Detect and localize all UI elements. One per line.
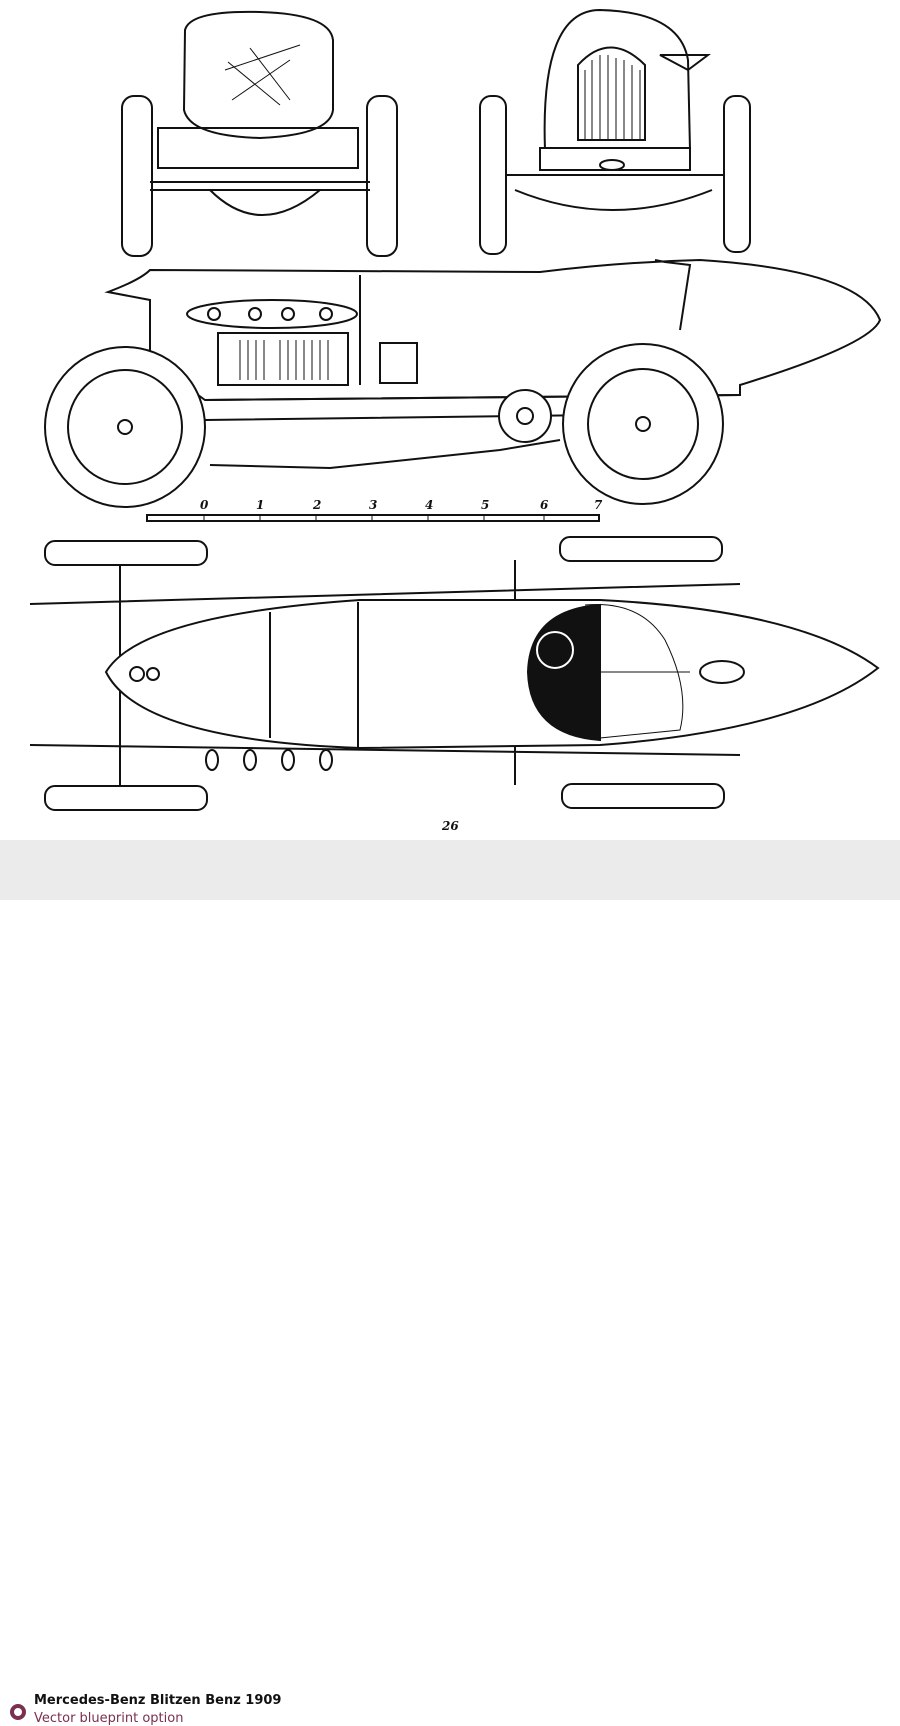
caption-title: Mercedes-Benz Blitzen Benz 1909 [34,1693,282,1708]
blueprint-drawing: 0 1 2 3 4 5 6 7 26 [29,8,882,833]
radio-circle-icon [10,1704,26,1720]
scale-label: 6 [540,498,549,512]
caption-subtitle: Vector blueprint option [34,1711,184,1726]
rear-view [121,10,398,257]
side-view [44,258,882,508]
page-number: 26 [441,819,459,833]
caption-bar: Mercedes-Benz Blitzen Benz 1909 Vector b… [0,840,900,1726]
scale-label: 1 [256,498,264,512]
scale-label: 4 [425,498,433,512]
top-view: 26 [29,536,880,833]
scale-label: 2 [312,498,321,512]
scale-label: 7 [594,498,603,512]
scale-bar: 0 1 2 3 4 5 6 7 [146,498,603,522]
front-view [479,8,751,255]
scale-label: 0 [200,498,209,512]
scale-label: 5 [481,498,489,512]
scale-label: 3 [369,498,377,512]
